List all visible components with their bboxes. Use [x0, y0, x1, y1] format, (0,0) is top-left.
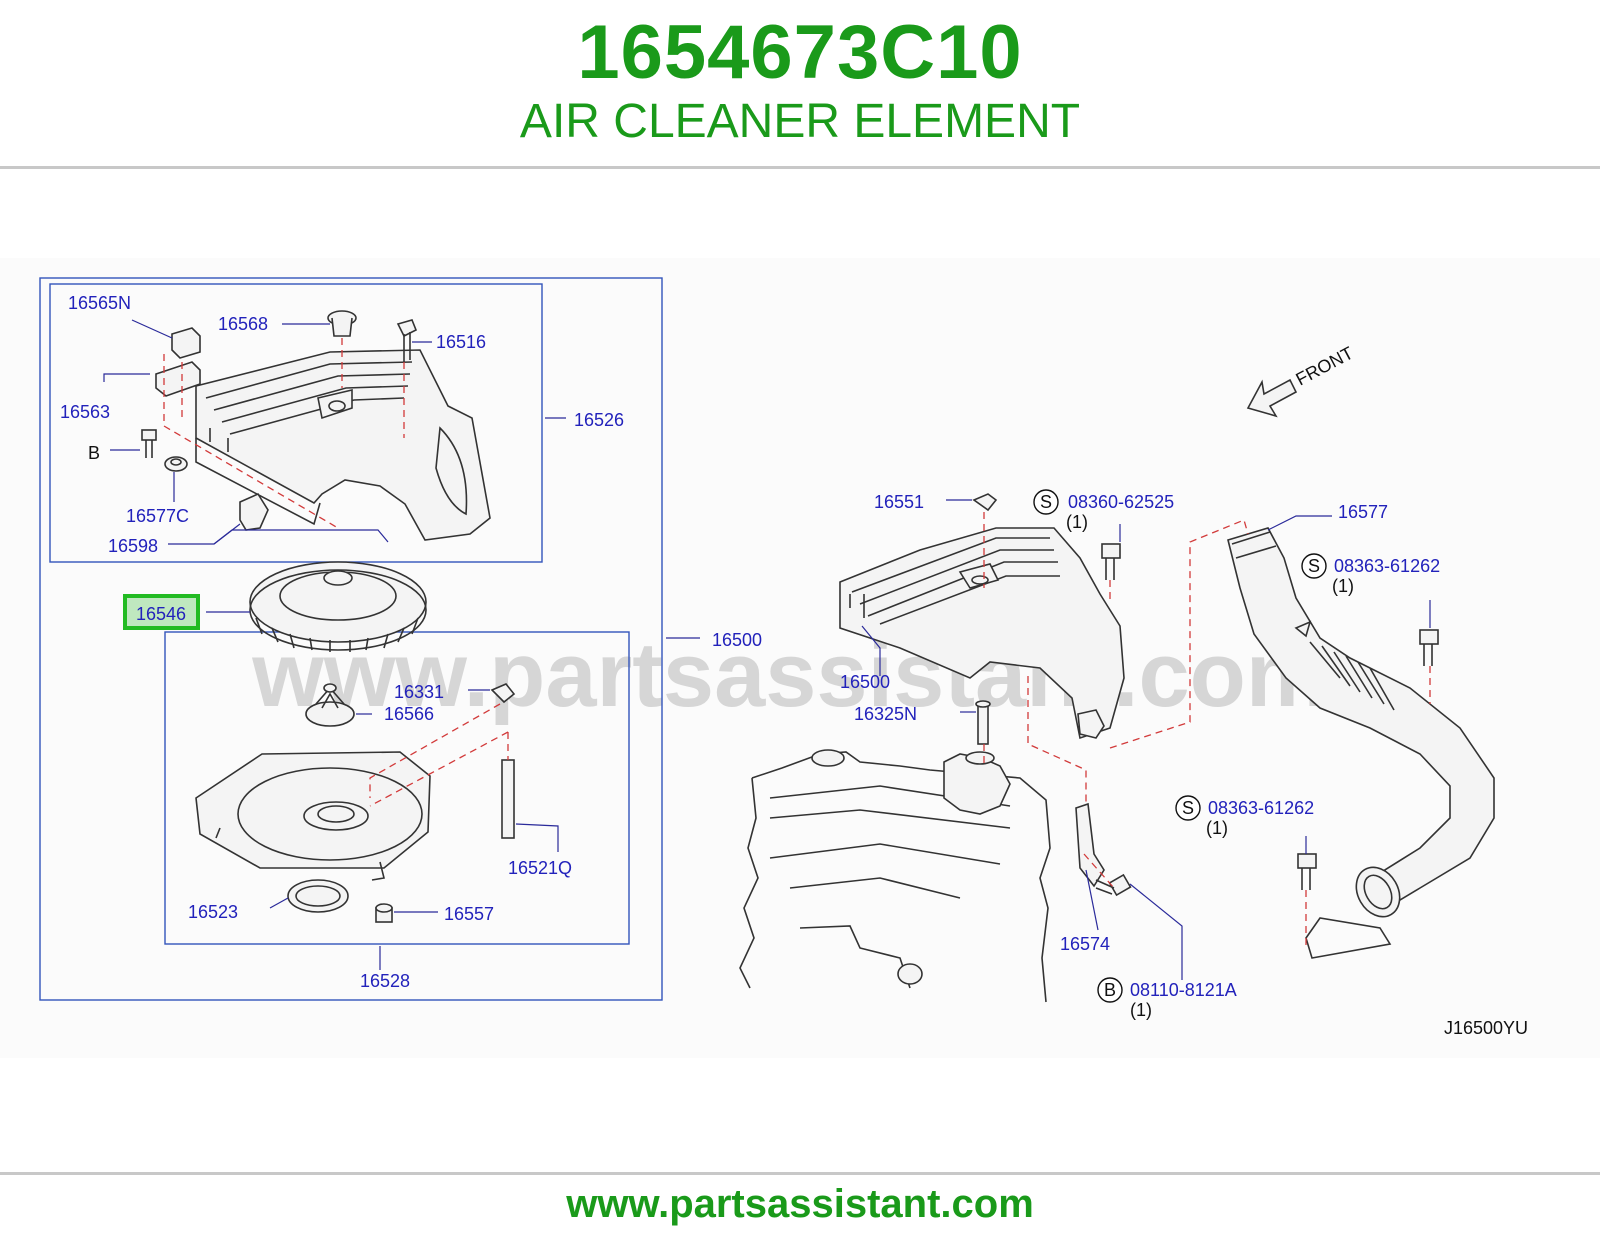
label-16526: 16526 — [574, 410, 624, 430]
label-16500-installed: 16500 — [840, 672, 890, 692]
part-16574-drawing — [1075, 802, 1105, 888]
svg-text:B: B — [1104, 980, 1116, 1000]
svg-text:S: S — [1308, 556, 1320, 576]
bolt-08363-61262-upper-drawing — [1419, 629, 1439, 666]
svg-text:S: S — [1040, 492, 1052, 512]
installation-lines-left — [163, 338, 509, 807]
s-marker-1: S — [1033, 489, 1059, 515]
label-B: B — [88, 443, 100, 463]
highlight-box-16546 — [123, 594, 200, 630]
air-cleaner-assembly-installed-drawing — [839, 527, 1125, 740]
label-16563: 16563 — [60, 402, 110, 422]
part-16557-drawing — [375, 903, 393, 923]
label-08360-62525-qty: (1) — [1066, 512, 1088, 532]
label-08360-62525: 08360-62525 — [1068, 492, 1174, 512]
part-B-bolt-drawing — [141, 429, 157, 458]
cover-subassembly-box — [49, 283, 543, 563]
label-16331: 16331 — [394, 682, 444, 702]
label-16577C: 16577C — [126, 506, 189, 526]
leader-lines-right — [861, 499, 1431, 980]
part-16325N-drawing — [975, 700, 991, 745]
engine-block-drawing — [739, 749, 1051, 1003]
part-16577C-drawing — [164, 456, 188, 472]
part-16528-lower-case-drawing — [195, 751, 431, 881]
leader-lines-left — [103, 319, 700, 970]
watermark-text: www.partsassistant.com — [251, 624, 1327, 726]
part-16563-drawing — [155, 361, 201, 397]
label-16557: 16557 — [444, 904, 494, 924]
label-16325N: 16325N — [854, 704, 917, 724]
label-16521Q: 16521Q — [508, 858, 572, 878]
label-16528: 16528 — [360, 971, 410, 991]
label-08110-8121A-qty: (1) — [1130, 1000, 1152, 1020]
installation-lines-right — [983, 512, 1431, 950]
label-16598: 16598 — [108, 536, 158, 556]
part-16551-drawing — [972, 493, 998, 512]
footer-divider — [0, 1172, 1600, 1175]
header-divider — [0, 166, 1600, 169]
front-direction-arrow: FRONT — [1246, 343, 1357, 418]
part-16577-air-duct-drawing — [1227, 527, 1495, 959]
label-16551: 16551 — [874, 492, 924, 512]
s-marker-3: S — [1175, 795, 1201, 821]
s-marker-2: S — [1301, 553, 1327, 579]
bolt-08360-62525-drawing — [1101, 543, 1121, 580]
assembly-outer-box — [39, 277, 663, 1001]
label-16566: 16566 — [384, 704, 434, 724]
part-number-title: 1654673C10 — [577, 10, 1023, 95]
parts-diagram-svg: www.partsassistant.com — [39, 277, 1528, 1038]
label-16523: 16523 — [188, 902, 238, 922]
part-16565N-drawing — [171, 327, 201, 359]
label-16574: 16574 — [1060, 934, 1110, 954]
label-16546-highlighted[interactable]: 16546 — [136, 604, 186, 624]
svg-text:S: S — [1182, 798, 1194, 818]
label-16577: 16577 — [1338, 502, 1388, 522]
label-08363-61262-lower: 08363-61262 — [1208, 798, 1314, 818]
part-16523-drawing — [287, 879, 349, 913]
bolt-08110-8121A-drawing — [1095, 873, 1132, 897]
label-08363-61262-lower-qty: (1) — [1206, 818, 1228, 838]
part-16546-element-drawing — [249, 561, 427, 652]
label-16568: 16568 — [218, 314, 268, 334]
part-16566-drawing — [305, 683, 355, 727]
part-16598-drawing — [239, 492, 269, 531]
part-16516-drawing — [396, 319, 418, 362]
b-marker-1: B — [1097, 977, 1123, 1003]
part-16568-drawing — [327, 310, 357, 337]
parts-diagram: www.partsassistant.com — [0, 258, 1600, 1058]
air-cleaner-cover-drawing — [195, 349, 491, 541]
page-header: 1654673C10 AIR CLEANER ELEMENT — [0, 0, 1600, 170]
label-16516: 16516 — [436, 332, 486, 352]
part-16521Q-drawing — [501, 759, 515, 839]
label-16565N: 16565N — [68, 293, 131, 313]
label-16500-assembly: 16500 — [712, 630, 762, 650]
front-direction-label: FRONT — [1292, 343, 1356, 390]
label-08363-61262-upper: 08363-61262 — [1334, 556, 1440, 576]
part-name-subtitle: AIR CLEANER ELEMENT — [519, 95, 1081, 148]
part-16331-drawing — [490, 683, 516, 704]
label-08110-8121A: 08110-8121A — [1130, 980, 1237, 1000]
bolt-08363-61262-lower-drawing — [1297, 853, 1317, 890]
label-08363-61262-upper-qty: (1) — [1332, 576, 1354, 596]
footer-website: www.partsassistant.com — [566, 1182, 1034, 1226]
drawing-code: J16500YU — [1444, 1018, 1528, 1038]
